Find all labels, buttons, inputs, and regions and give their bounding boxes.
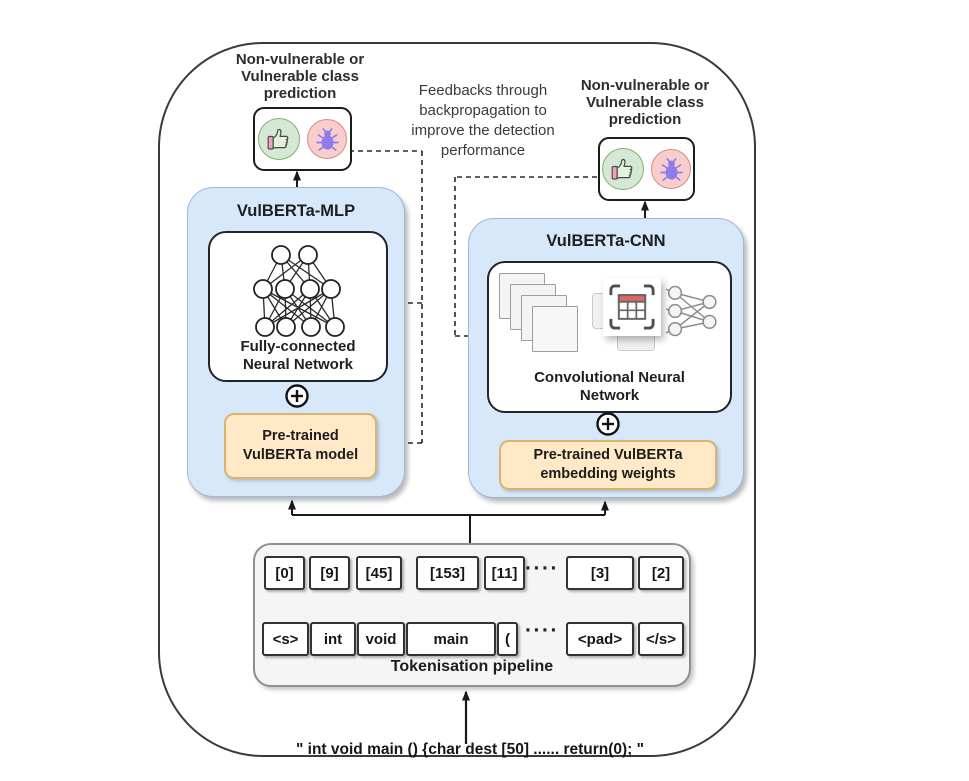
- fcnn-box: Fully-connected Neural Network: [208, 231, 388, 382]
- ellipsis-bottom: ····: [525, 619, 559, 642]
- token-id-box: [0]: [264, 556, 305, 590]
- vulberta-cnn-box: VulBERTa-CNN: [468, 218, 744, 498]
- thumbs-up-icon: [267, 128, 289, 150]
- vulnerable-badge: [307, 119, 347, 159]
- token-id-box: [9]: [309, 556, 350, 590]
- label-line: prediction: [263, 85, 337, 102]
- token-id-box: [45]: [356, 556, 402, 590]
- cnn-label-line: Convolutional Neural: [534, 369, 685, 386]
- token-box: <s>: [262, 622, 309, 656]
- bug-icon: [659, 157, 683, 181]
- label-line: prediction: [608, 111, 682, 128]
- bug-icon: [315, 127, 339, 151]
- fcnn-label-line: Neural Network: [242, 355, 354, 373]
- fully-connected-network-icon: [253, 245, 345, 337]
- token-id-box: [3]: [566, 556, 634, 590]
- note-line: improve the detection: [411, 122, 555, 139]
- token-box: int: [310, 622, 356, 656]
- feedback-note: Feedbacks through backpropagation to imp…: [391, 81, 575, 161]
- cnn-inner-box: Convolutional Neural Network: [487, 261, 732, 413]
- token-box: (: [497, 622, 518, 656]
- token-box: void: [357, 622, 405, 656]
- tokenisation-pipeline-box: [0] [9] [45] [153] [11] ···· [3] [2] <s>…: [253, 543, 691, 687]
- small-dense-network-icon: [666, 285, 717, 337]
- token-id-box: [2]: [638, 556, 684, 590]
- diagram-outer-frame: [158, 42, 756, 757]
- label-line: Non-vulnerable or: [235, 51, 365, 68]
- label-line: Non-vulnerable or: [580, 77, 710, 94]
- pipeline-caption: Tokenisation pipeline: [390, 658, 554, 675]
- non-vulnerable-badge: [258, 118, 300, 160]
- token-box: <pad>: [566, 622, 634, 656]
- token-box: main: [406, 622, 496, 656]
- pretrained-line: Pre-trained: [262, 428, 339, 444]
- ellipsis-top: ····: [525, 557, 559, 580]
- note-line: performance: [440, 142, 526, 159]
- pretrained-line: embedding weights: [540, 466, 676, 482]
- circled-plus-icon: [596, 412, 620, 436]
- left-prediction-label: Non-vulnerable or Vulnerable class predi…: [212, 51, 388, 102]
- fcnn-label-line: Fully-connected: [240, 338, 356, 355]
- token-id-box: [11]: [484, 556, 525, 590]
- label-line: Vulnerable class: [586, 94, 704, 111]
- pretrained-model-box: Pre-trained VulBERTa model: [224, 413, 377, 479]
- cnn-title: VulBERTa-CNN: [546, 232, 666, 250]
- thumbs-up-icon: [611, 158, 633, 180]
- convolution-grid-icon: [603, 278, 661, 336]
- right-prediction-box: [598, 137, 695, 201]
- right-prediction-label: Non-vulnerable or Vulnerable class predi…: [557, 77, 733, 128]
- vulnerable-badge: [651, 149, 691, 189]
- mlp-title: VulBERTa-MLP: [236, 202, 356, 220]
- vulberta-mlp-box: VulBERTa-MLP Fully-connected: [187, 187, 405, 497]
- note-line: backpropagation to: [419, 102, 547, 119]
- pretrained-line: VulBERTa model: [242, 447, 359, 463]
- cnn-label: Convolutional Neural Network: [489, 369, 730, 404]
- token-box: </s>: [638, 622, 684, 656]
- token-id-box: [153]: [416, 556, 479, 590]
- pretrained-line: Pre-trained VulBERTa: [533, 447, 683, 463]
- label-line: Vulnerable class: [241, 68, 359, 85]
- left-prediction-box: [253, 107, 352, 171]
- non-vulnerable-badge: [602, 148, 644, 190]
- cnn-label-line: Network: [579, 386, 640, 404]
- pretrained-embedding-box: Pre-trained VulBERTa embedding weights: [499, 440, 717, 490]
- note-line: Feedbacks through: [418, 82, 548, 99]
- circled-plus-icon: [285, 384, 309, 408]
- input-code-text: " int void main () {char dest [50] .....…: [296, 741, 644, 758]
- fcnn-label: Fully-connected Neural Network: [210, 338, 386, 373]
